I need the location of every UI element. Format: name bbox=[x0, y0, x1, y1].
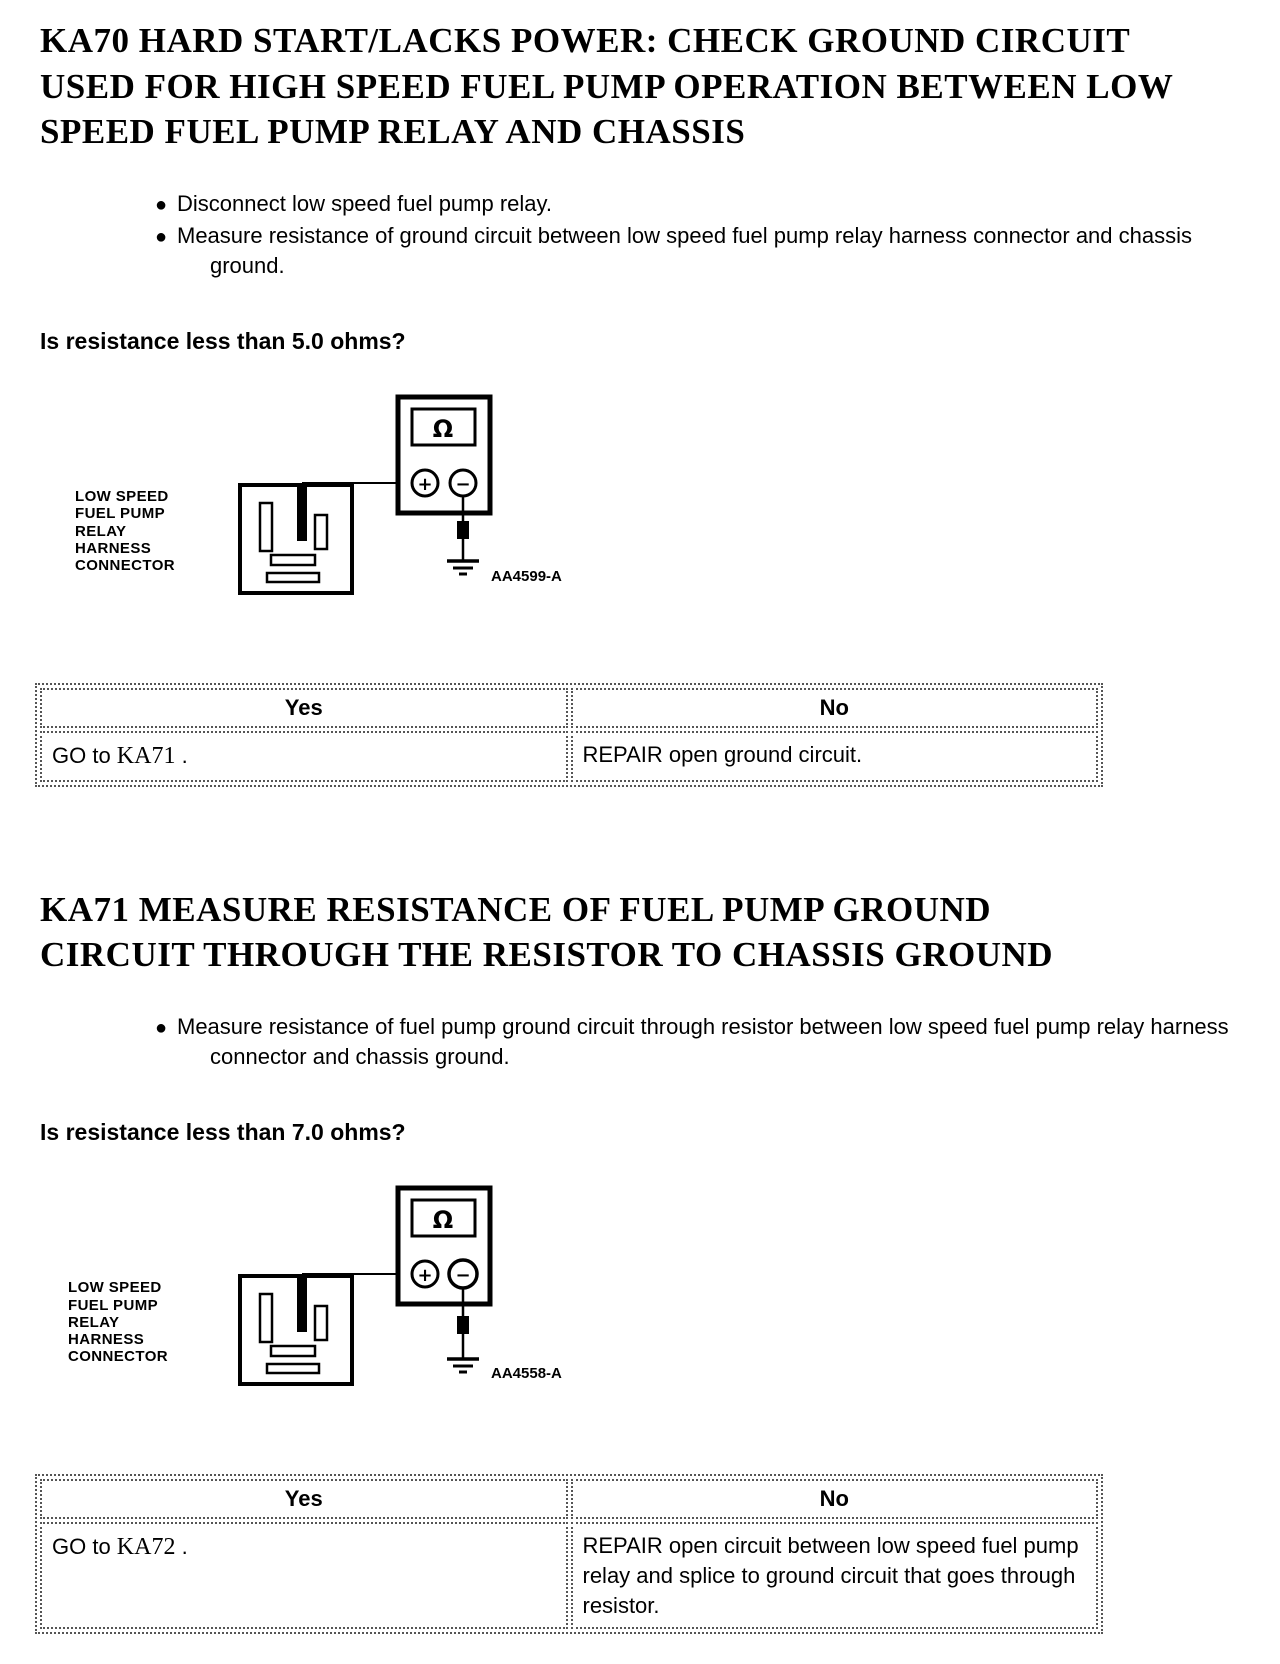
ground-lead bbox=[447, 496, 479, 576]
ka71-bullet-1-text: Measure resistance of fuel pump ground c… bbox=[177, 1013, 1229, 1069]
ka71-diagram: LOW SPEED FUEL PUMP RELAY HARNESS CONNEC… bbox=[40, 1184, 1240, 1436]
svg-text:−: − bbox=[455, 1265, 470, 1286]
ka70-diagram: LOW SPEED FUEL PUMP RELAY HARNESS CONNEC… bbox=[40, 393, 1240, 645]
ka70-bullet-2: ● Measure resistance of ground circuit be… bbox=[155, 221, 1200, 281]
relay-harness-connector bbox=[238, 483, 354, 596]
ka70-bullet-list: ● Disconnect low speed fuel pump relay. ●… bbox=[155, 189, 1240, 281]
ka70-yes-suffix: . bbox=[175, 743, 188, 769]
ka71-bullet-list: ● Measure resistance of fuel pump ground … bbox=[155, 1012, 1240, 1072]
relay-harness-connector bbox=[238, 1274, 354, 1387]
ka71-figure-code: AA4558-A bbox=[491, 1365, 562, 1382]
ka70-yes-cell: GO to KA71 . bbox=[40, 731, 568, 782]
ka70-no-cell: REPAIR open ground circuit. bbox=[570, 731, 1098, 782]
ka71-link[interactable]: KA71 bbox=[116, 743, 176, 770]
plus-terminal-icon bbox=[410, 1259, 440, 1289]
ka70-circuit-diagram: Ω + − AA4599-A bbox=[238, 394, 562, 596]
section-ka70: KA70 HARD START/LACKS POWER: CHECK GROUN… bbox=[35, 18, 1240, 787]
ka70-bullet-2-text: Measure resistance of ground circuit bet… bbox=[177, 222, 1192, 278]
svg-text:−: − bbox=[455, 474, 470, 495]
ka70-yes-header: Yes bbox=[40, 688, 568, 729]
ka70-bullet-1: ● Disconnect low speed fuel pump relay. bbox=[155, 189, 1200, 219]
ka70-question: Is resistance less than 5.0 ohms? bbox=[40, 328, 406, 355]
section-ka71: KA71 MEASURE RESISTANCE OF FUEL PUMP GRO… bbox=[35, 887, 1240, 1635]
ka71-connector-label: LOW SPEED FUEL PUMP RELAY HARNESS CONNEC… bbox=[68, 1279, 168, 1366]
ka70-result-table: Yes No GO to KA71 . REPAIR open ground c… bbox=[35, 683, 1103, 787]
ka70-no-header: No bbox=[570, 688, 1098, 729]
ka71-result-table: Yes No GO to KA72 . REPAIR open circuit … bbox=[35, 1474, 1103, 1635]
ka71-yes-prefix: GO to bbox=[52, 1534, 117, 1560]
ground-lead bbox=[447, 1288, 479, 1374]
ka71-yes-header: Yes bbox=[40, 1479, 568, 1520]
ka70-bullet-1-text: Disconnect low speed fuel pump relay. bbox=[177, 190, 553, 216]
section-ka71-title: KA71 MEASURE RESISTANCE OF FUEL PUMP GRO… bbox=[40, 889, 1054, 975]
ka71-bullet-1: ● Measure resistance of fuel pump ground … bbox=[155, 1012, 1240, 1072]
ka71-no-header: No bbox=[570, 1479, 1098, 1520]
ka71-yes-cell: GO to KA72 . bbox=[40, 1522, 568, 1630]
ka71-circuit-diagram: Ω + − AA4558-A bbox=[238, 1185, 562, 1387]
ka70-connector-label: LOW SPEED FUEL PUMP RELAY HARNESS CONNEC… bbox=[75, 488, 175, 575]
ka70-figure-code: AA4599-A bbox=[491, 568, 562, 585]
ka72-link[interactable]: KA72 bbox=[116, 1534, 176, 1561]
bullet-dot-icon: ● bbox=[155, 225, 168, 248]
ohm-symbol-icon: Ω bbox=[433, 1206, 453, 1234]
ohmmeter: Ω + − bbox=[395, 1185, 493, 1307]
svg-text:+: + bbox=[417, 474, 432, 495]
plus-terminal-icon bbox=[410, 468, 440, 498]
ka71-question: Is resistance less than 7.0 ohms? bbox=[40, 1119, 406, 1146]
ohmmeter: Ω + − bbox=[395, 394, 493, 516]
svg-text:+: + bbox=[417, 1265, 432, 1286]
bullet-dot-icon: ● bbox=[155, 1016, 168, 1039]
ka71-no-cell: REPAIR open circuit between low speed fu… bbox=[570, 1522, 1098, 1630]
bullet-dot-icon: ● bbox=[155, 193, 168, 216]
ka71-yes-suffix: . bbox=[175, 1534, 188, 1560]
ka70-yes-prefix: GO to bbox=[52, 743, 117, 769]
section-ka70-title: KA70 HARD START/LACKS POWER: CHECK GROUN… bbox=[40, 21, 1173, 151]
ohm-symbol-icon: Ω bbox=[433, 415, 453, 443]
